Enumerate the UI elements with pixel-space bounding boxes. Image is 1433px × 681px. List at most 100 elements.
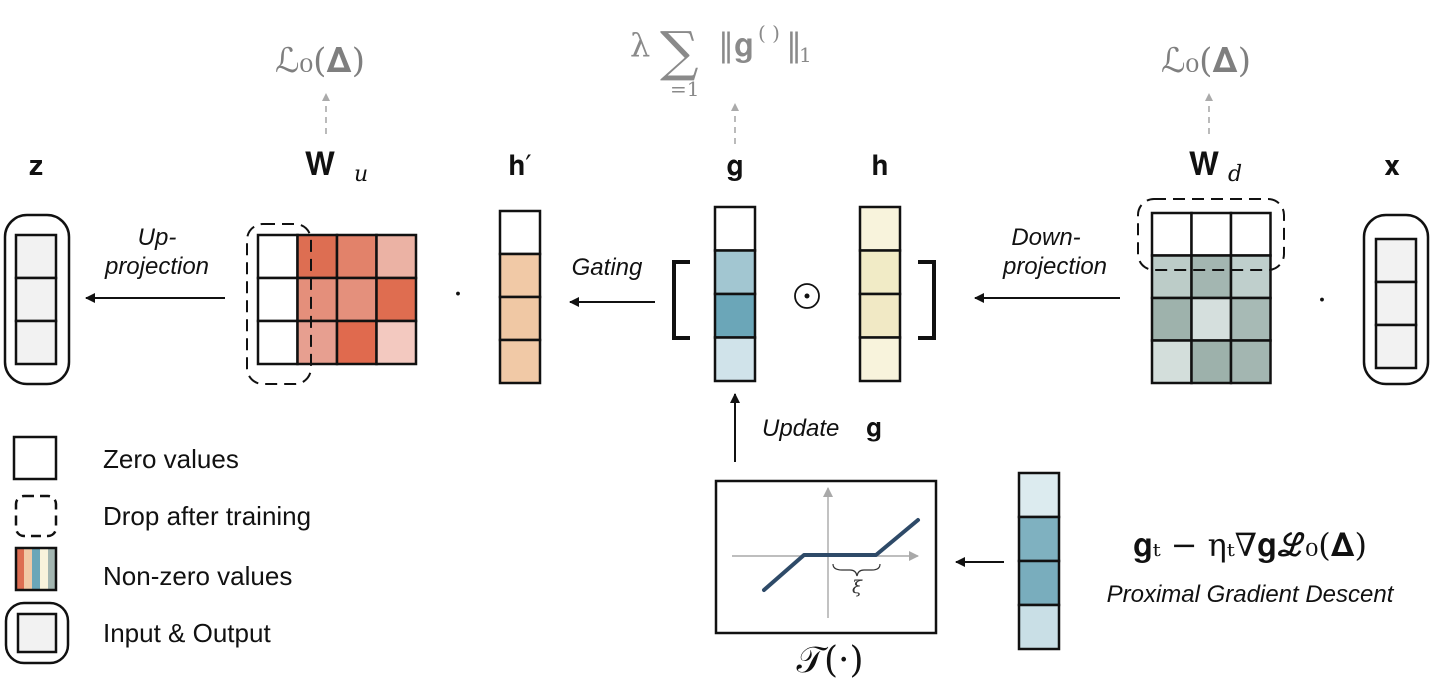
legend-nonzero-label: Non-zero values (103, 561, 292, 591)
matrix-Wu (256, 233, 418, 366)
update-label: Update (762, 415, 839, 442)
legend-stripe (48, 548, 56, 590)
left-bracket (672, 260, 690, 340)
dot-operator-left: · (453, 277, 463, 312)
down-projection-label-line2: projection (1002, 253, 1107, 280)
Wd-cell (1190, 296, 1233, 342)
drop-column-Wu (246, 223, 312, 385)
Wd-cell (1150, 254, 1193, 300)
Wd-cell (1229, 339, 1272, 385)
down-projection-label-line1: Down- (1011, 224, 1080, 251)
legend-nonzero-swatch (14, 546, 58, 592)
norm-close: ‖ (786, 26, 802, 64)
z-cell (14, 233, 58, 280)
legend-stripe (16, 548, 24, 590)
svg-text:𝐖: 𝐖 (305, 145, 336, 183)
Wd-cell (1229, 254, 1272, 300)
right-loss-formula: ℒ₀(𝚫) (1161, 41, 1251, 81)
legend-drop-label: Drop after training (103, 501, 311, 531)
Wu-cell (296, 319, 339, 366)
Wd-cell (1190, 211, 1233, 257)
Wd-cell (1190, 339, 1233, 385)
gradient-cell (1017, 471, 1061, 519)
gradient-cell (1017, 515, 1061, 563)
hadamard-operator (794, 283, 820, 309)
vector-h-prime (498, 209, 542, 385)
z-cell (14, 276, 58, 323)
label-Wd: 𝐖 d (1189, 145, 1242, 187)
Wu-cell (256, 233, 299, 280)
label-g: 𝐠 (726, 149, 743, 182)
legend-stripe (32, 548, 40, 590)
Wu-cell (296, 276, 339, 323)
svg-text:u: u (354, 162, 368, 187)
legend-drop-swatch (14, 494, 58, 538)
legend: Zero values Drop after training Non-zero… (4, 435, 311, 665)
vector-h (858, 205, 902, 383)
vector-g (713, 205, 757, 383)
x-cell (1374, 280, 1418, 327)
norm-subscript: 1 (799, 43, 812, 67)
legend-zero-label: Zero values (103, 444, 239, 474)
svg-text:d: d (1228, 162, 1242, 187)
x-cell (1374, 323, 1418, 370)
matrix-Wd (1150, 211, 1272, 385)
update-symbol: 𝐠 (866, 413, 882, 443)
g-cell (713, 336, 757, 383)
gating-label: Gating (572, 254, 643, 281)
Wd-cell (1150, 296, 1193, 342)
vector-gradient-step (1017, 471, 1061, 651)
up-projection-label-line1: Up- (138, 224, 177, 251)
g-cell (713, 249, 757, 296)
xi-label: ξ (852, 577, 863, 598)
label-h: 𝐡 (872, 149, 889, 182)
dot-operator-right: · (1317, 283, 1327, 318)
Wu-cell (335, 276, 378, 323)
xi-brace (832, 563, 881, 577)
gradient-cell (1017, 603, 1061, 651)
Wd-cell (1150, 211, 1193, 257)
up-projection-label-line2: projection (104, 253, 209, 280)
gradient-cell (1017, 559, 1061, 607)
sum-lower-bound: =1 (670, 77, 699, 101)
Wu-cell (335, 319, 378, 366)
Wu-cell (256, 276, 299, 323)
Wd-cell (1229, 296, 1272, 342)
gradient-step-formula: 𝐠ₜ − ηₜ∇𝐠ℒ₀(𝚫) (1133, 526, 1367, 564)
right-bracket (918, 260, 936, 340)
sum-symbol: ∑ (660, 20, 699, 83)
legend-io-inner (16, 612, 58, 654)
Wd-cell (1150, 339, 1193, 385)
label-Wu: 𝐖 u (305, 145, 369, 187)
group-sparsity-regularizer: λ ∑ =1 ‖𝐠 ( ) ‖ 1 (630, 20, 812, 101)
legend-io-outer (4, 601, 70, 665)
Wu-cell (296, 233, 339, 280)
legend-stripe (24, 548, 32, 590)
Wu-cell (375, 276, 418, 323)
Wd-cell (1229, 211, 1272, 257)
z-cell (14, 319, 58, 366)
output-vector-z (3, 213, 71, 386)
Wu-cell (375, 319, 418, 366)
threshold-curve (762, 518, 920, 592)
h-cell (858, 336, 902, 383)
h-prime-cell (498, 295, 542, 342)
g-cell (713, 292, 757, 339)
label-x: 𝐱 (1384, 149, 1399, 182)
Wu-cell (256, 319, 299, 366)
legend-stripe (40, 548, 48, 590)
h-prime-cell (498, 338, 542, 385)
legend-stripe-border (14, 546, 58, 592)
drop-row-Wd (1137, 198, 1285, 271)
threshold-function-label: 𝒯(·) (796, 640, 863, 681)
legend-zero-swatch (12, 435, 58, 481)
h-prime-cell (498, 209, 542, 256)
h-cell (858, 292, 902, 339)
input-vector-x (1362, 213, 1430, 386)
label-z: 𝐳 (29, 149, 43, 182)
threshold-function-plot: ξ (714, 479, 938, 635)
label-h-prime: 𝐡′ (508, 149, 531, 182)
h-cell (858, 249, 902, 296)
norm-superscript: ( ) (758, 21, 780, 45)
h-cell (858, 205, 902, 252)
